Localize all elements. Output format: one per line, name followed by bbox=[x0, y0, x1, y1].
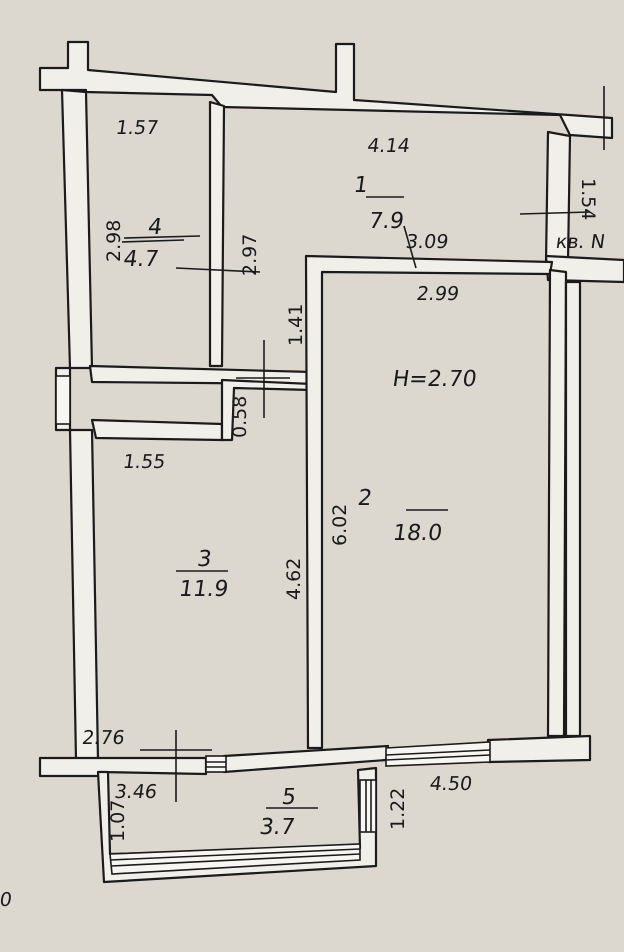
dimension-ticks bbox=[123, 86, 605, 802]
dim-1-22: 1.22 bbox=[387, 788, 409, 830]
dim-1-57: 1.57 bbox=[114, 116, 159, 139]
window-room3 bbox=[205, 755, 227, 773]
dim-2-97: 2.97 bbox=[239, 234, 261, 276]
ceiling-height: H=2.70 bbox=[391, 366, 479, 392]
dim-2-99: 2.99 bbox=[415, 282, 460, 305]
dim-3-09: 3.09 bbox=[404, 230, 449, 253]
dim-7-50: 7.50 bbox=[0, 888, 13, 911]
room-3-area: 11.9 bbox=[177, 576, 230, 602]
dim-2-98: 2.98 bbox=[103, 220, 125, 262]
dim-1-07: 1.07 bbox=[107, 800, 129, 842]
room-labels: 1 7.9 2 18.0 3 11.9 4 4.7 5 3.7 H=2.70 к… bbox=[122, 172, 607, 840]
fraction-bars bbox=[121, 196, 448, 809]
room-2-number: 2 bbox=[356, 485, 374, 511]
wall-right-neighbour bbox=[564, 280, 582, 738]
room-1-area: 7.9 bbox=[367, 208, 406, 234]
dim-1-54: 1.54 bbox=[577, 178, 599, 220]
dimension-labels: 1.57 4.14 1.54 2.98 2.97 3.09 2.99 1.41 … bbox=[0, 116, 599, 911]
wall-bottom-left bbox=[38, 756, 208, 778]
window-balcony-side bbox=[359, 779, 377, 833]
dim-4-14: 4.14 bbox=[366, 134, 411, 157]
dim-4-62: 4.62 bbox=[283, 558, 305, 600]
apartment-n-label: кв. N bbox=[554, 230, 606, 253]
wall-room4-right bbox=[208, 100, 226, 368]
dim-4-50: 4.50 bbox=[428, 772, 473, 795]
room-1-number: 1 bbox=[352, 172, 370, 198]
windows bbox=[55, 375, 491, 875]
room-2-area: 18.0 bbox=[391, 520, 444, 546]
room-3-number: 3 bbox=[196, 546, 214, 572]
dim-1-55: 1.55 bbox=[122, 450, 167, 473]
wall-room2-bottom bbox=[486, 734, 592, 764]
wall-room2-right bbox=[546, 268, 568, 738]
dim-1-41: 1.41 bbox=[285, 304, 307, 346]
room-5-area: 3.7 bbox=[258, 814, 297, 840]
wall-partition-3-2 bbox=[304, 254, 554, 750]
dim-6-02: 6.02 bbox=[329, 504, 351, 546]
room-4-number: 4 bbox=[146, 214, 164, 240]
room-4-area: 4.7 bbox=[122, 246, 161, 272]
dim-3-46: 3.46 bbox=[113, 780, 158, 803]
wall-storage-bottom bbox=[90, 418, 224, 442]
dim-0-58: 0.58 bbox=[229, 396, 251, 438]
room-5-number: 5 bbox=[280, 784, 298, 810]
dim-2-76: 2.76 bbox=[81, 726, 126, 749]
window-storage-left bbox=[55, 375, 71, 425]
